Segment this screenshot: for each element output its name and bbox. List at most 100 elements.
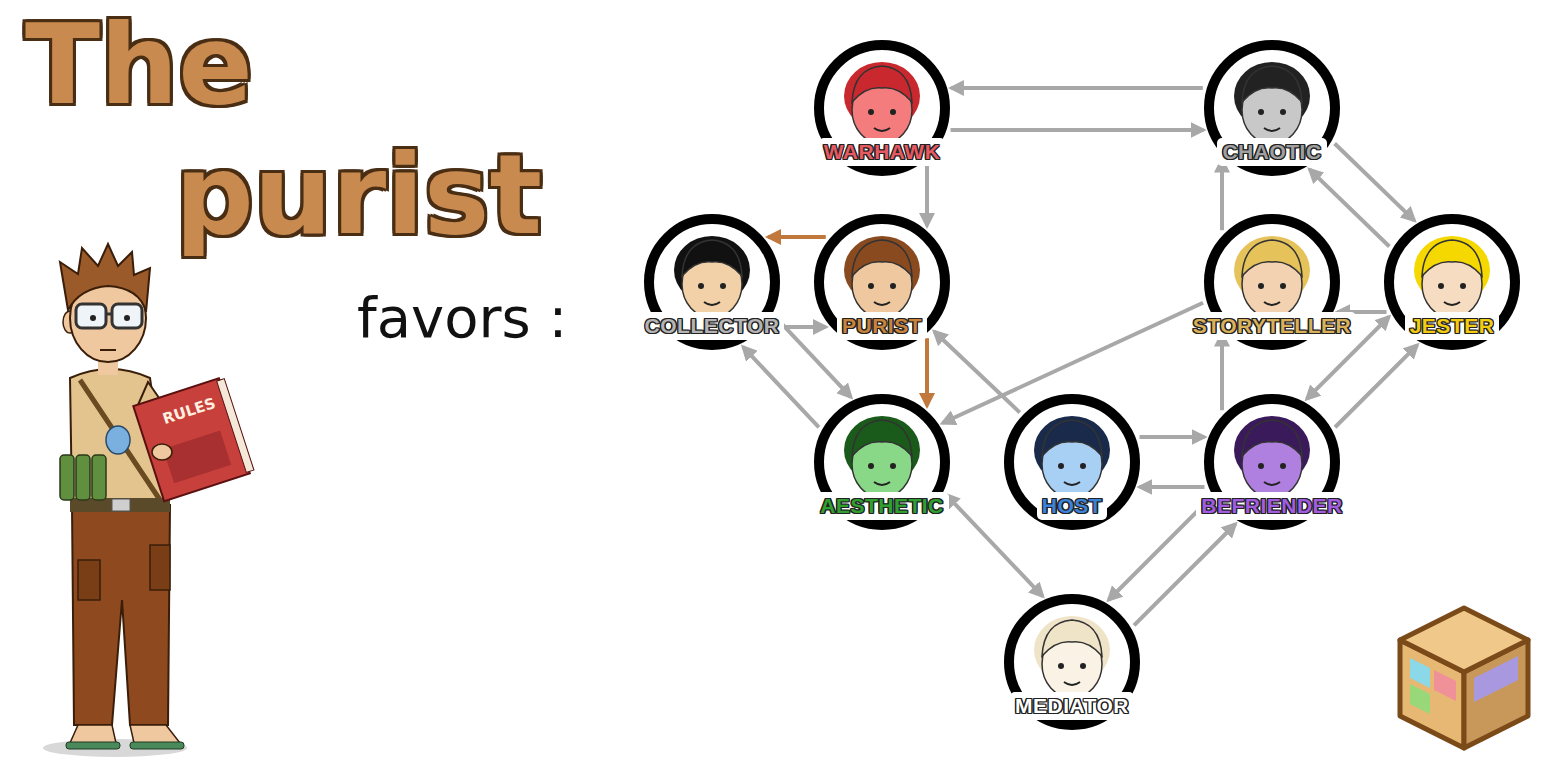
figure-pants [72, 505, 170, 725]
purist-figure [43, 244, 255, 757]
connector-arrow [1140, 485, 1205, 489]
figure-book [133, 377, 254, 501]
portrait-eye [868, 283, 874, 289]
figure-buckle [112, 499, 130, 511]
logo-square [1434, 670, 1456, 701]
portrait-hair [1242, 240, 1302, 276]
connector-arrow [925, 164, 929, 226]
figure-canteen [76, 455, 90, 500]
page-title: The purist [25, 0, 585, 260]
character-node: AESTHETIC [814, 394, 950, 530]
connector-arrow [1335, 144, 1415, 221]
portrait-eye [1258, 109, 1264, 115]
portrait-ring [819, 219, 945, 345]
figure-glasses [76, 304, 106, 328]
connector-arrow [768, 235, 826, 239]
portrait-mouth [1444, 302, 1460, 305]
character-name: CHAOTIC [1217, 138, 1326, 166]
portrait-eye [890, 463, 896, 469]
portrait-eye [720, 283, 726, 289]
portrait-eye [1080, 463, 1086, 469]
portrait-eye [1280, 463, 1286, 469]
portrait-ring [1009, 399, 1135, 525]
portrait-ground [819, 219, 945, 345]
portrait-mouth [1064, 682, 1080, 685]
character-node: BEFRIENDER [1195, 394, 1349, 530]
portrait-ground [819, 45, 945, 171]
connector-arrow [1140, 435, 1205, 439]
portrait-eye [1280, 109, 1286, 115]
portrait-hair [1422, 240, 1482, 276]
portrait-mouth [1264, 482, 1280, 485]
portrait-ring [819, 45, 945, 171]
portrait-ground [1009, 399, 1135, 525]
portrait-eye [1460, 283, 1466, 289]
portrait-mouth [1264, 128, 1280, 131]
portrait-ground [1389, 219, 1515, 345]
character-node: HOST [1004, 394, 1140, 530]
logo-box [1400, 608, 1528, 748]
figure-canteen [92, 455, 106, 500]
connector-arrow [1335, 345, 1417, 427]
logo-square [1410, 658, 1430, 688]
portrait-ground [1009, 599, 1135, 725]
connector-arrow [743, 347, 819, 427]
portrait-mouth [1264, 302, 1280, 305]
character-node: MEDIATOR [1004, 594, 1140, 730]
portrait-eye [1080, 663, 1086, 669]
portrait-eye [1258, 283, 1264, 289]
portrait-mouth [874, 482, 890, 485]
book-picture [163, 430, 231, 483]
character-node: JESTER [1384, 214, 1520, 350]
portrait-ring [1209, 45, 1335, 171]
figure-mouth [100, 349, 116, 351]
character-node: COLLECTOR [639, 214, 786, 350]
portrait-hair [852, 420, 912, 456]
connector-arrow [1220, 334, 1224, 410]
book-cover [133, 378, 249, 501]
figure-canteen [60, 455, 74, 500]
figure-flask [106, 426, 130, 454]
portrait-mouth [874, 128, 890, 131]
character-node: WARHAWK [814, 40, 950, 176]
portrait-eye [890, 109, 896, 115]
portrait-eye [1058, 463, 1064, 469]
portrait-mouth [1064, 482, 1080, 485]
portrait-eye [1280, 283, 1286, 289]
figure-glasses-bridge [106, 313, 112, 316]
logo-square [1474, 656, 1518, 702]
portrait-hair [852, 66, 912, 102]
portrait-face [1400, 236, 1504, 350]
character-name: PURIST [837, 312, 927, 340]
portrait-mouth [874, 302, 890, 305]
portrait-hair [1042, 420, 1102, 456]
character-node: PURIST [814, 214, 950, 350]
figure-pocket [150, 545, 170, 590]
connector-arrow [1220, 160, 1224, 230]
connector-arrow [1109, 499, 1210, 600]
portrait-eye [1438, 283, 1444, 289]
connector-arrow [1310, 169, 1390, 246]
character-name: WARHAWK [819, 138, 946, 166]
character-name: COLLECTOR [640, 312, 785, 340]
connector-arrow [925, 338, 929, 406]
figure-hand [152, 444, 172, 460]
portrait-hair [852, 240, 912, 276]
portrait-eye [868, 109, 874, 115]
figure-hair [60, 244, 150, 312]
connector-arrow [1134, 524, 1235, 625]
portrait-ring [1009, 599, 1135, 725]
connector-arrow [951, 86, 1203, 90]
portrait-eye [698, 283, 704, 289]
portrait-face [830, 236, 934, 350]
figure-sandal [130, 742, 184, 749]
character-name: HOST [1037, 492, 1107, 520]
portrait-hair [1042, 620, 1102, 656]
figure-eye [90, 315, 96, 321]
portrait-hair [1242, 420, 1302, 456]
figure-eye [124, 315, 130, 321]
portrait-ground [1209, 45, 1335, 171]
portrait-eye [1258, 463, 1264, 469]
portrait-eye [1058, 663, 1064, 669]
